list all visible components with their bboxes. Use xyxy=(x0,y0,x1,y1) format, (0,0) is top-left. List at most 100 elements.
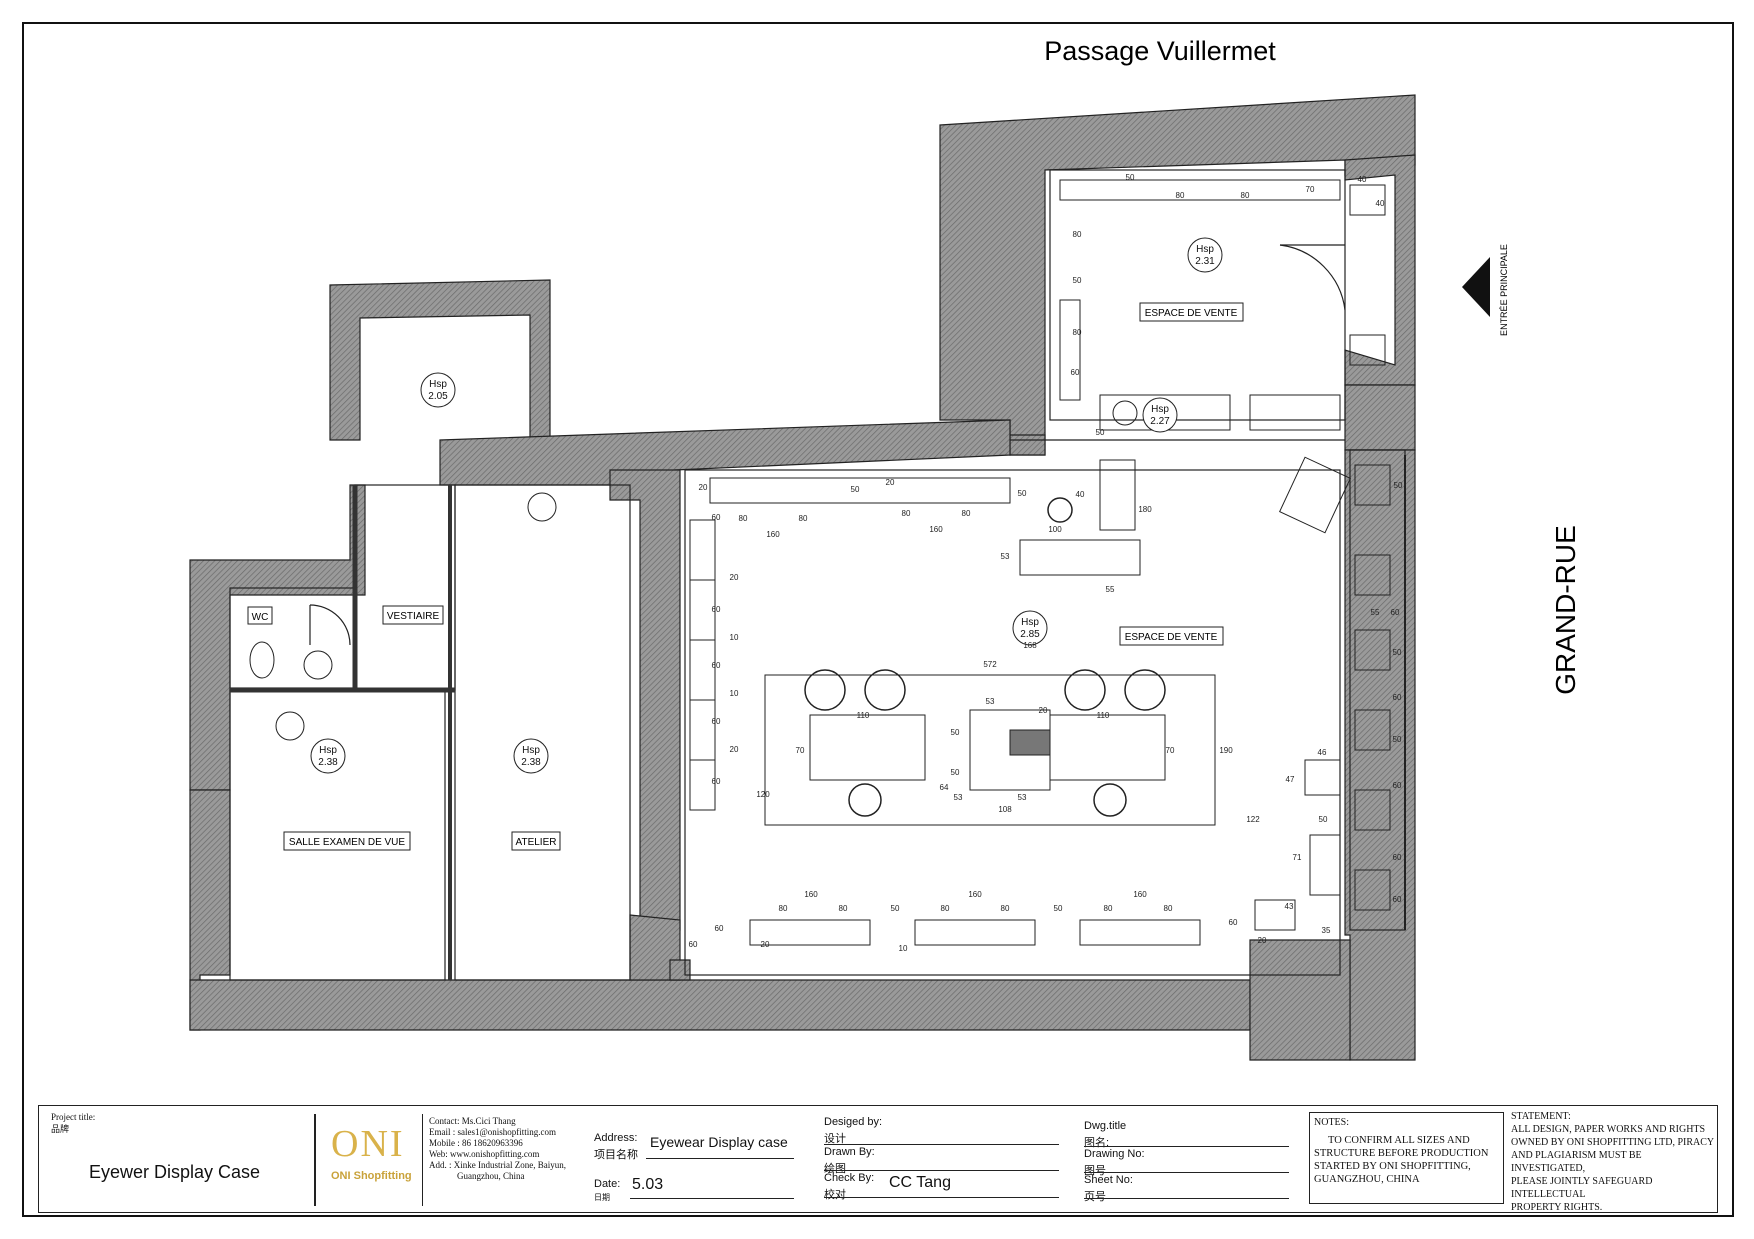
dimension-label: 120 xyxy=(756,790,770,799)
hsp-label: Hsp xyxy=(319,745,337,756)
room-atelier: ATELIER xyxy=(516,837,557,848)
designed-cn: 设计 xyxy=(824,1133,846,1145)
dimension-label: 50 xyxy=(951,728,960,737)
dimension-label: 80 xyxy=(1001,904,1010,913)
dimension-label: 55 xyxy=(1371,608,1380,617)
dimension-label: 160 xyxy=(929,525,943,534)
dimension-label: 572 xyxy=(983,660,997,669)
dimension-label: 60 xyxy=(712,605,721,614)
drawing-info-cell: Dwg.title 图名: Drawing No: 图号 Sheet No: 页… xyxy=(1084,1106,1304,1212)
furniture xyxy=(249,179,1391,946)
dimension-label: 40 xyxy=(1376,199,1385,208)
dimension-label: 110 xyxy=(857,711,870,720)
address-label: Address: xyxy=(594,1132,638,1144)
street-top-label: Passage Vuillermet xyxy=(1044,36,1276,66)
dimension-label: 40 xyxy=(1076,490,1085,499)
dimension-label: 20 xyxy=(761,940,770,949)
hsp-label: Hsp xyxy=(429,379,447,390)
dimension-label: 50 xyxy=(1018,489,1027,498)
dimension-label: 108 xyxy=(998,805,1012,814)
designed-label: Desiged by: xyxy=(824,1116,883,1128)
hsp-label: Hsp xyxy=(1021,617,1039,628)
hsp-value: 2.38 xyxy=(318,757,338,768)
room-vestiaire: VESTIAIRE xyxy=(387,611,440,622)
dimension-label: 47 xyxy=(1286,775,1295,784)
dimension-label: 20 xyxy=(730,573,739,582)
check-cn: 校对 xyxy=(824,1189,846,1201)
dimension-label: 60 xyxy=(712,513,721,522)
drawing-frame xyxy=(22,22,1734,1217)
entrance-label: ENTRÉE PRINCIPALE xyxy=(1499,244,1509,336)
dimension-label: 80 xyxy=(1164,904,1173,913)
address-cn: 项目名称 xyxy=(594,1149,638,1161)
dimension-label: 80 xyxy=(1241,191,1250,200)
dimension-label: 80 xyxy=(941,904,950,913)
hsp-value: 2.05 xyxy=(428,391,448,402)
dimension-label: 50 xyxy=(951,768,960,777)
dimension-label: 20 xyxy=(886,478,895,487)
street-right-label: GRAND-RUE xyxy=(1550,525,1581,695)
sheet-no-cn: 页号 xyxy=(1084,1191,1106,1203)
drawn-cn: 绘图 xyxy=(824,1163,846,1175)
notes-line: STARTED BY ONI SHOPFITTING, xyxy=(1314,1161,1471,1172)
dimension-label: 10 xyxy=(730,689,739,698)
dimension-label: 160 xyxy=(804,890,818,899)
dwg-title-label: Dwg.title xyxy=(1084,1120,1127,1132)
dimension-label: 70 xyxy=(1306,185,1315,194)
dimension-label: 64 xyxy=(940,783,949,792)
dimension-label: 10 xyxy=(899,944,908,953)
divider xyxy=(314,1114,316,1206)
dimension-label: 70 xyxy=(1166,746,1175,755)
dimension-label: 80 xyxy=(1073,328,1082,337)
dimension-label: 70 xyxy=(796,746,805,755)
signatures-cell: Desiged by: 设计 Drawn By: 绘图 Check By: 校对… xyxy=(824,1106,1064,1212)
contact-web: Web: www.onishopfitting.com xyxy=(429,1149,540,1159)
dimension-label: 35 xyxy=(1322,926,1331,935)
dimension-label: 60 xyxy=(715,924,724,933)
hsp-value: 2.27 xyxy=(1150,416,1170,427)
dimension-label: 20 xyxy=(730,745,739,754)
dimension-label: 10 xyxy=(730,633,739,642)
project-title-label: Project title: xyxy=(51,1112,96,1122)
dimension-label: 60 xyxy=(712,661,721,670)
contact-address-2: Guangzhou, China xyxy=(457,1171,525,1181)
dimension-label: 50 xyxy=(1393,735,1402,744)
dimension-label: 80 xyxy=(799,514,808,523)
dimension-label: 50 xyxy=(1126,173,1135,182)
check-value: CC Tang xyxy=(889,1174,951,1191)
dimension-label: 60 xyxy=(712,717,721,726)
hsp-label: Hsp xyxy=(522,745,540,756)
statement-label: STATEMENT: xyxy=(1511,1111,1571,1122)
drawing-no-label: Drawing No: xyxy=(1084,1148,1145,1160)
dimension-label: 50 xyxy=(1073,276,1082,285)
dimension-label: 80 xyxy=(1104,904,1113,913)
room-wc: WC xyxy=(252,612,269,623)
logo-subtitle: ONI Shopfitting xyxy=(331,1170,412,1182)
hsp-label: Hsp xyxy=(1196,244,1214,255)
contact-email: Email : sales1@onishopfitting.com xyxy=(429,1127,557,1137)
height-markers: Hsp 2.31 Hsp 2.27 Hsp 2.05 Hsp 2.85 Hsp … xyxy=(310,237,1223,774)
dimension-label: 160 xyxy=(968,890,982,899)
dimension-label: 80 xyxy=(1176,191,1185,200)
dimension-label: 60 xyxy=(1393,781,1402,790)
dimension-label: 60 xyxy=(1393,693,1402,702)
dimension-label: 50 xyxy=(1319,815,1328,824)
dimension-label: 53 xyxy=(954,793,963,802)
contact-address: Add. : Xinke Industrial Zone, Baiyun, xyxy=(429,1160,566,1170)
dimension-label: 110 xyxy=(1097,711,1110,720)
dimension-label: 60 xyxy=(689,940,698,949)
dimension-label: 60 xyxy=(1393,895,1402,904)
room-espace-vente-1: ESPACE DE VENTE xyxy=(1145,308,1238,319)
dimension-label: 122 xyxy=(1246,815,1260,824)
dimension-label: 80 xyxy=(839,904,848,913)
statement-line: AND PLAGIARISM MUST BE INVESTIGATED, xyxy=(1511,1150,1642,1174)
dimension-label: 71 xyxy=(1293,853,1302,862)
date-cn: 日期 xyxy=(594,1193,610,1202)
project-title: Eyewer Display Case xyxy=(89,1162,261,1182)
notes-box: NOTES: TO CONFIRM ALL SIZES AND STRUCTUR… xyxy=(1309,1112,1504,1204)
entrance-arrow-icon xyxy=(1462,257,1490,317)
dimension-label: 60 xyxy=(712,777,721,786)
hsp-label: Hsp xyxy=(1151,404,1169,415)
